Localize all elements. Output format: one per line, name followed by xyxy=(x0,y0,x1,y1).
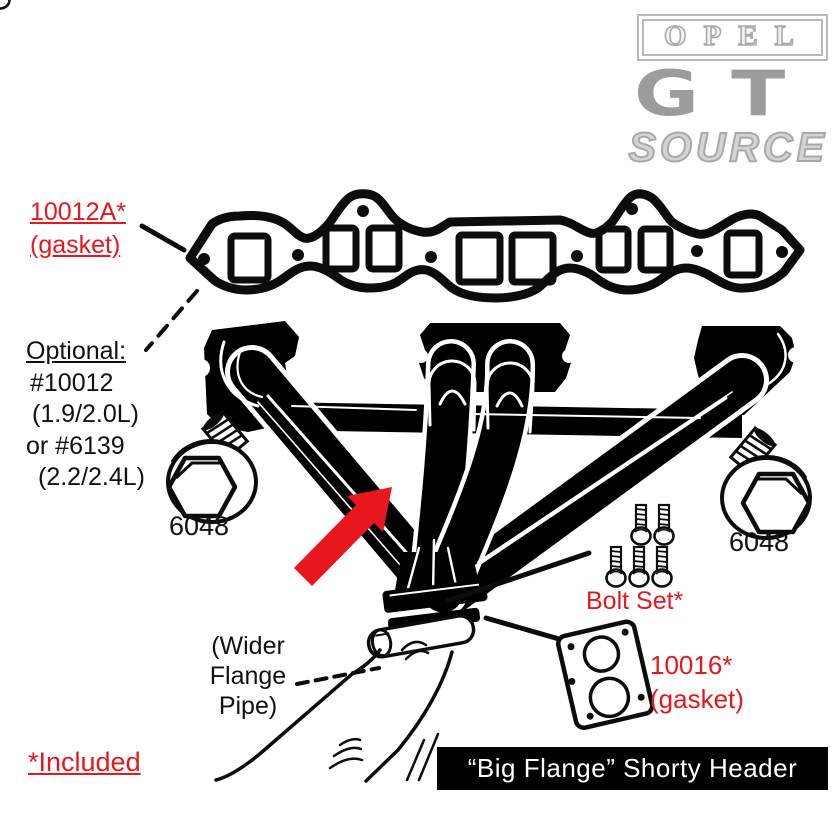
part-label-10016: 10016* (gasket) xyxy=(650,648,744,716)
leader-bolt-set xyxy=(444,550,592,604)
optional-note: Optional: #10012 (1.9/2.0L) or #6139 (2.… xyxy=(26,336,145,494)
part-number-10012a: 10012A* xyxy=(30,198,126,226)
optional-part-1: #10012 xyxy=(30,368,114,397)
hex-bolt-right-figure xyxy=(722,425,810,538)
pipe-note-line-3: Pipe) xyxy=(218,692,278,720)
caption-title: “Big Flange” Shorty Header xyxy=(467,753,798,783)
downpipe-figure xyxy=(214,614,476,783)
leader-optional-dashed xyxy=(144,289,199,352)
bolt-set-figure xyxy=(0,0,675,588)
pipe-note-line-1: (Wider xyxy=(211,632,285,660)
source-logo-text: SOURCE xyxy=(628,124,828,170)
opel-badge: OPEL xyxy=(637,14,828,61)
red-arrow xyxy=(294,487,392,586)
bolt-label-left: 6048 xyxy=(169,511,230,541)
leader-10012a xyxy=(139,223,187,253)
header-figure xyxy=(192,321,804,633)
leader-10016 xyxy=(483,615,569,644)
leader-lines xyxy=(139,223,592,686)
gt-logo-text: GT xyxy=(633,57,819,130)
manifold-gasket-figure xyxy=(185,189,805,303)
optional-engine-2: (2.2/2.4L) xyxy=(38,463,146,491)
included-note: *Included xyxy=(28,747,141,777)
hex-bolt-left-figure xyxy=(166,409,258,524)
opel-badge-text: OPEL xyxy=(663,20,811,52)
part-label-10012a: 10012A* (gasket) xyxy=(30,196,126,262)
part-sub-10012a: (gasket) xyxy=(30,231,121,259)
part-sub-10016: (gasket) xyxy=(650,684,744,714)
part-number-10016: 10016* xyxy=(650,650,733,680)
pipe-note-line-2: Flange xyxy=(209,662,287,690)
leader-pipe-dashed xyxy=(295,666,381,686)
brand-logo: OPEL GT SOURCE xyxy=(628,14,828,170)
optional-part-2: or #6139 xyxy=(26,431,125,460)
bolt-set-label: Bolt Set* xyxy=(586,587,684,615)
caption-banner: “Big Flange” Shorty Header xyxy=(437,747,828,790)
optional-title: Optional: xyxy=(26,337,127,365)
pipe-note: (Wider Flange Pipe) xyxy=(200,631,296,721)
flange-gasket-figure xyxy=(555,619,655,730)
optional-engine-1: (1.9/2.0L) xyxy=(32,400,140,428)
bolt-label-right: 6048 xyxy=(729,527,790,557)
